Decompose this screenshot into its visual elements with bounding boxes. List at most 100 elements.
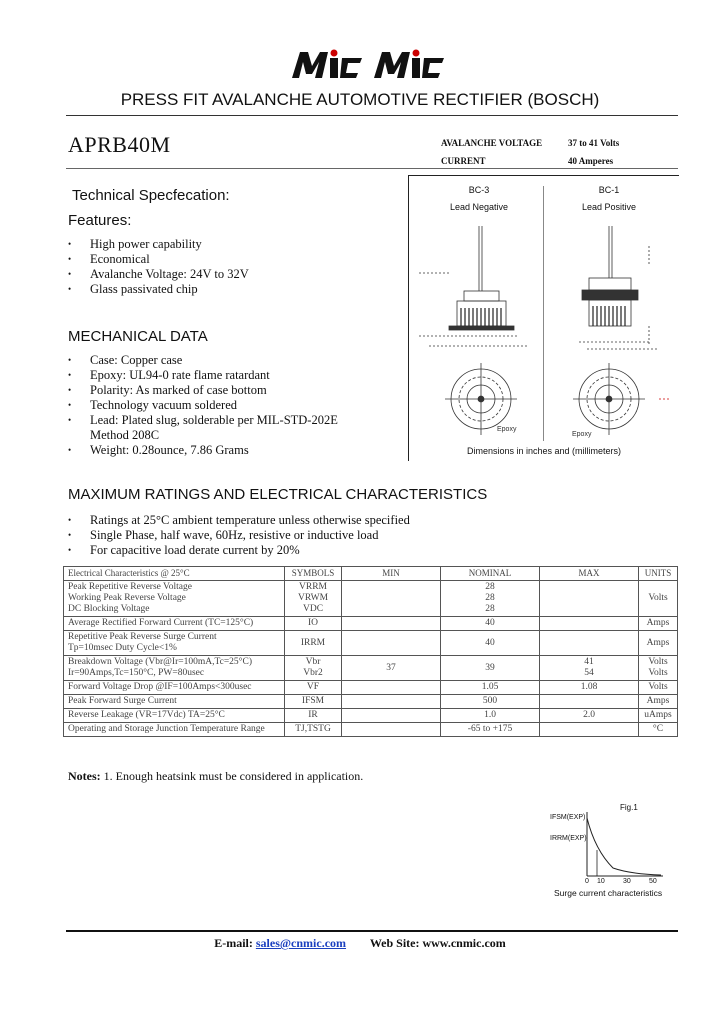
table-cell-max <box>539 722 639 737</box>
bc3-subtitle: Lead Negative <box>449 202 509 212</box>
table-cell-min <box>341 694 441 709</box>
part-divider <box>66 168 678 169</box>
table-cell-u: uAmps <box>638 708 678 723</box>
technical-spec-heading: Technical Specfecation: <box>72 187 230 204</box>
table-cell-nom: -65 to +175 <box>440 722 540 737</box>
table-cell-nom: 39 <box>440 655 540 681</box>
figure-y-label: IFSM(EXP) <box>550 814 586 821</box>
list-item-continuation: Method 208C <box>68 428 338 443</box>
spec-value: 37 to 41 Volts <box>568 138 620 148</box>
col-header: NOMINAL <box>440 566 540 581</box>
table-cell-nom: 28 28 28 <box>440 580 540 617</box>
table-cell-max <box>539 630 639 656</box>
table-cell-c: Breakdown Voltage (Vbr@Ir=100mA,Tc=25°C)… <box>63 655 285 681</box>
table-cell-u: Volts Volts <box>638 655 678 681</box>
spec-value: 40 Amperes <box>568 156 614 166</box>
list-item: Glass passivated chip <box>68 282 249 297</box>
footer-divider <box>66 930 678 932</box>
mechanical-list: Case: Copper case Epoxy: UL94-0 rate fla… <box>68 353 338 458</box>
ratings-heading: MAXIMUM RATINGS AND ELECTRICAL CHARACTER… <box>68 486 488 503</box>
footer: E-mail: sales@cnmic.com Web Site: www.cn… <box>0 936 720 951</box>
table-cell-nom: 1.05 <box>440 680 540 695</box>
col-header: MIN <box>341 566 441 581</box>
company-logo <box>292 49 444 78</box>
list-item: Technology vacuum soldered <box>68 398 338 413</box>
list-item: Ratings at 25°C ambient temperature unle… <box>68 513 410 528</box>
surge-figure: Fig.1 IFSM(EXP) IRRM(EXP) 0 10 30 50 Sur… <box>540 800 680 900</box>
email-label: E-mail: <box>214 936 253 950</box>
notes-label: Notes: <box>68 769 101 783</box>
table-cell-min <box>341 616 441 631</box>
table-row: Breakdown Voltage (Vbr@Ir=100mA,Tc=25°C)… <box>63 655 678 681</box>
col-header: SYMBOLS <box>284 566 342 581</box>
table-cell-nom: 40 <box>440 630 540 656</box>
bc1-subtitle: Lead Positive <box>581 202 637 212</box>
ratings-table: Electrical Characteristics @ 25°C SYMBOL… <box>63 566 678 737</box>
table-cell-min <box>341 708 441 723</box>
email-link[interactable]: sales@cnmic.com <box>255 936 347 950</box>
mechanical-heading: MECHANICAL DATA <box>68 328 208 345</box>
list-item: Weight: 0.28ounce, 7.86 Grams <box>68 443 338 458</box>
table-cell-s: IFSM <box>284 694 342 709</box>
table-cell-s: VRRM VRWM VDC <box>284 580 342 617</box>
table-cell-max <box>539 616 639 631</box>
figure-y-label: IRRM(EXP) <box>550 835 587 842</box>
x-tick: 30 <box>623 878 631 885</box>
col-header: UNITS <box>638 566 678 581</box>
table-cell-s: TJ,TSTG <box>284 722 342 737</box>
notes: Notes: 1. Enough heatsink must be consid… <box>68 769 363 784</box>
table-cell-s: IO <box>284 616 342 631</box>
table-cell-c: Reverse Leakage (VR=17Vdc) TA=25°C <box>63 708 285 723</box>
table-cell-s: IR <box>284 708 342 723</box>
table-cell-max: 1.08 <box>539 680 639 695</box>
table-cell-max <box>539 580 639 617</box>
table-cell-c: Repetitive Peak Reverse Surge Current Tp… <box>63 630 285 656</box>
list-item: Economical <box>68 252 249 267</box>
diagram-caption: Dimensions in inches and (millimeters) <box>466 446 622 456</box>
table-cell-s: VF <box>284 680 342 695</box>
document-title: PRESS FIT AVALANCHE AUTOMOTIVE RECTIFIER… <box>120 90 600 109</box>
x-tick: 50 <box>649 878 657 885</box>
table-header-row: Electrical Characteristics @ 25°C SYMBOL… <box>63 566 678 581</box>
diagram-divider <box>543 186 544 441</box>
part-number: APRB40M <box>68 132 171 157</box>
table-row: Average Rectified Forward Current (TC=12… <box>63 616 678 631</box>
table-cell-c: Peak Forward Surge Current <box>63 694 285 709</box>
table-cell-max: 41 54 <box>539 655 639 681</box>
col-header: MAX <box>539 566 639 581</box>
list-item: Epoxy: UL94-0 rate flame ratardant <box>68 368 338 383</box>
table-cell-c: Operating and Storage Junction Temperatu… <box>63 722 285 737</box>
table-cell-min: 37 <box>341 655 441 681</box>
list-item: High power capability <box>68 237 249 252</box>
table-row: Operating and Storage Junction Temperatu… <box>63 722 678 737</box>
table-cell-min <box>341 580 441 617</box>
epoxy-label-left: Epoxy <box>497 426 517 433</box>
table-cell-min <box>341 680 441 695</box>
table-cell-c: Peak Repetitive Reverse Voltage Working … <box>63 580 285 617</box>
x-tick: 0 <box>585 878 589 885</box>
table-cell-c: Average Rectified Forward Current (TC=12… <box>63 616 285 631</box>
table-cell-s: Vbr Vbr2 <box>284 655 342 681</box>
figure-title: Fig.1 <box>620 803 638 812</box>
figure-caption: Surge current characteristics <box>554 888 663 898</box>
list-item: For capacitive load derate current by 20… <box>68 543 410 558</box>
table-row: Peak Repetitive Reverse Voltage Working … <box>63 580 678 617</box>
list-item: Lead: Plated slug, solderable per MIL-ST… <box>68 413 338 428</box>
table-cell-u: Volts <box>638 680 678 695</box>
table-row: Forward Voltage Drop @IF=100Amps<300usec… <box>63 680 678 695</box>
title-divider <box>66 115 678 116</box>
col-header: Electrical Characteristics @ 25°C <box>63 566 285 581</box>
table-cell-c: Forward Voltage Drop @IF=100Amps<300usec <box>63 680 285 695</box>
package-diagram: BC-3 Lead Negative BC-1 Lead Positive <box>408 175 679 461</box>
table-row: Repetitive Peak Reverse Surge Current Tp… <box>63 630 678 656</box>
list-item: Avalanche Voltage: 24V to 32V <box>68 267 249 282</box>
features-heading: Features: <box>68 212 132 229</box>
package-drawing <box>419 226 671 435</box>
list-item: Case: Copper case <box>68 353 338 368</box>
notes-text: 1. Enough heatsink must be considered in… <box>103 769 364 783</box>
table-cell-u: °C <box>638 722 678 737</box>
table-cell-u: Amps <box>638 630 678 656</box>
